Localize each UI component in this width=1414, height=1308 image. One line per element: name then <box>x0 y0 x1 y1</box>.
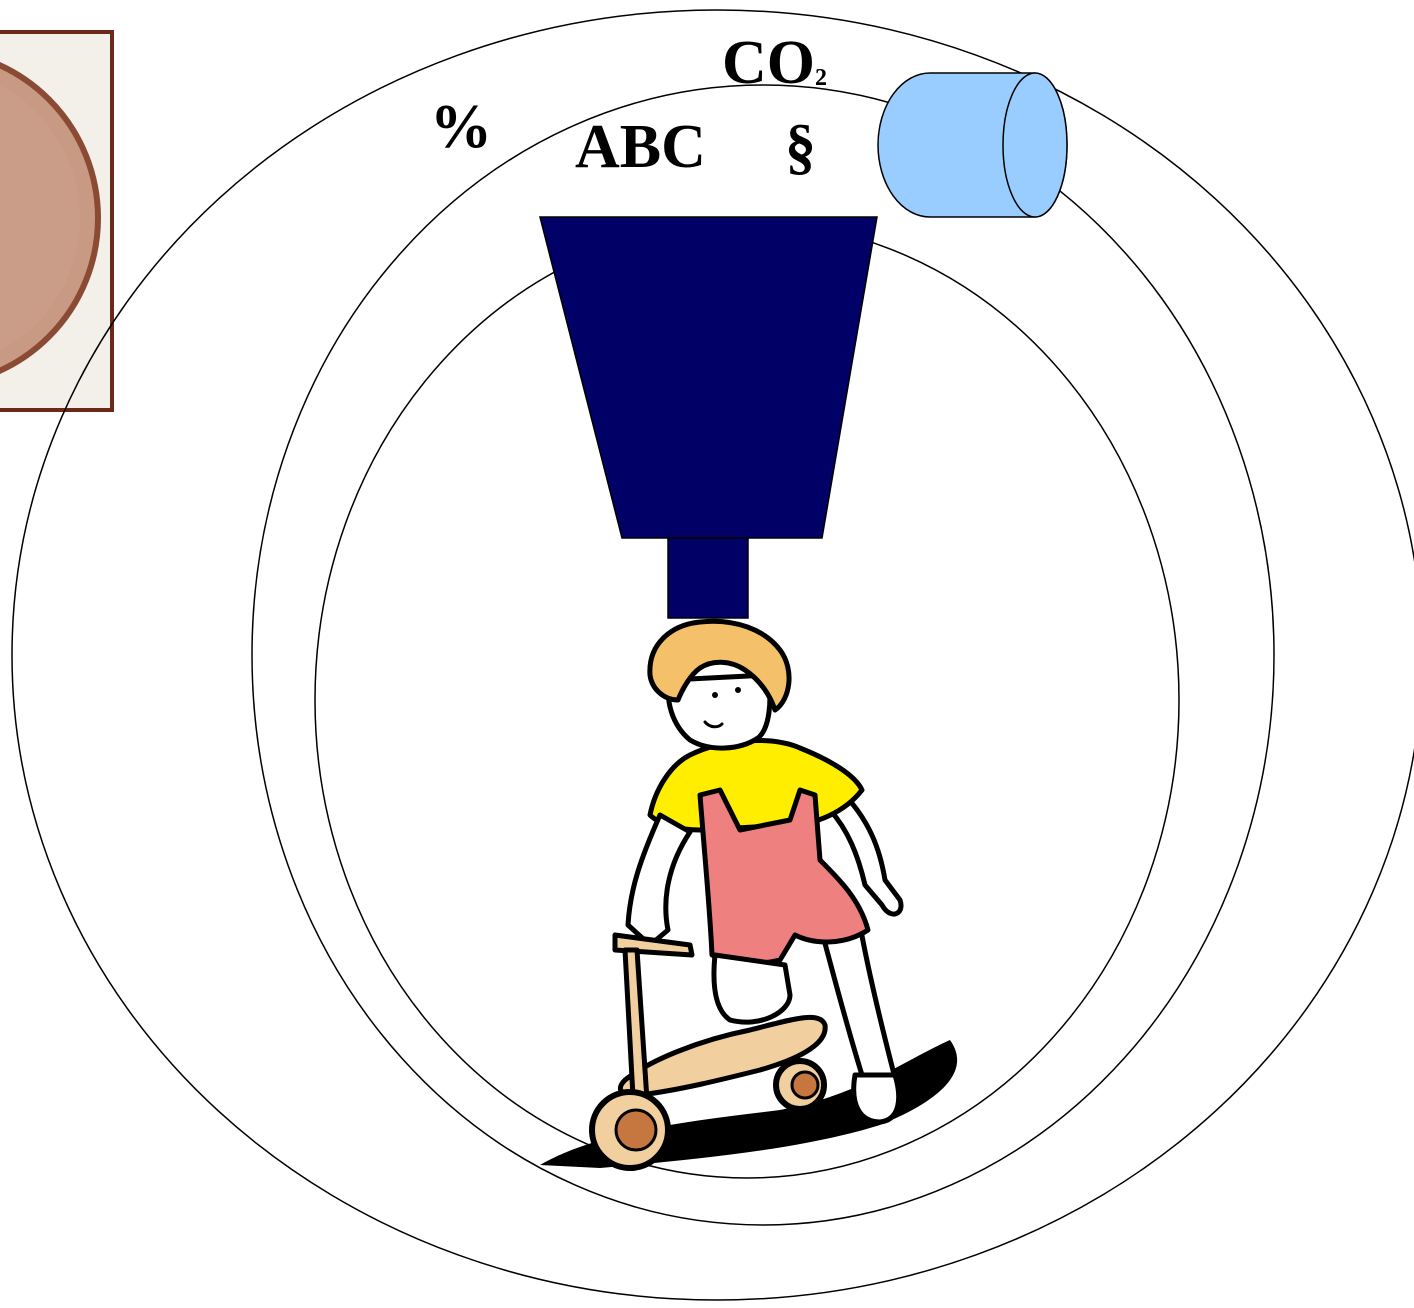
abc-label: ABC <box>575 116 706 178</box>
percent-label: % <box>430 96 492 158</box>
co2-label: CO2 <box>722 32 827 94</box>
co2-main-text: CO <box>722 29 815 97</box>
funnel-shape <box>540 217 877 618</box>
petri-dish-photo <box>0 32 112 410</box>
child-on-scooter-clipart <box>540 621 957 1168</box>
cylinder-shape <box>878 73 1067 217</box>
shirt <box>650 741 862 830</box>
co2-subscript: 2 <box>815 65 827 91</box>
section-sign-label: § <box>785 116 816 178</box>
